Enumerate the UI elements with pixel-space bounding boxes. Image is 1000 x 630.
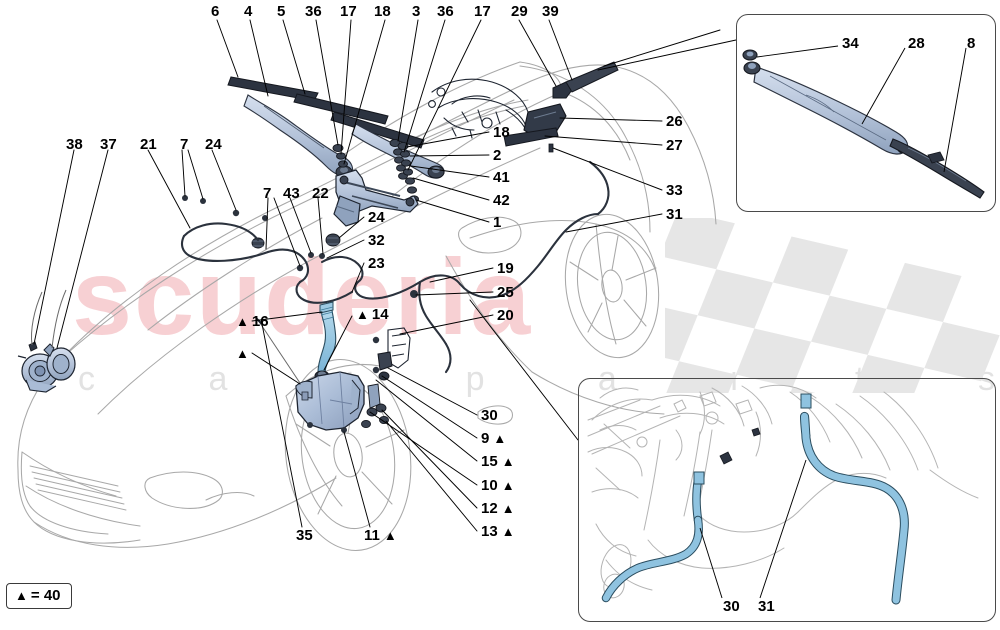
callout-22[interactable]: 22 bbox=[312, 185, 329, 202]
wiper-motor-linkage-assembly bbox=[251, 169, 419, 259]
washer-fluid-reservoir bbox=[255, 317, 389, 433]
callout-14[interactable]: ▲14 bbox=[356, 307, 389, 322]
callout-25[interactable]: 25 bbox=[497, 284, 514, 301]
callout-35[interactable]: 35 bbox=[296, 527, 313, 544]
inset-bottom-contents bbox=[587, 384, 979, 605]
callout-32[interactable]: 32 bbox=[368, 232, 385, 249]
callout-9[interactable]: 9▲ bbox=[481, 431, 506, 446]
callout-31-inset[interactable]: 31 bbox=[758, 598, 775, 615]
triangle-icon: ▲ bbox=[383, 528, 397, 543]
callout-24a[interactable]: 24 bbox=[205, 136, 222, 153]
callout-43[interactable]: 43 bbox=[283, 185, 300, 202]
callout-2[interactable]: 2 bbox=[493, 147, 502, 164]
callout-28[interactable]: 28 bbox=[908, 35, 925, 52]
callout-10[interactable]: 10▲ bbox=[481, 478, 515, 493]
triangle-icon: ▲ bbox=[15, 588, 28, 603]
triangle-icon: ▲ bbox=[236, 314, 249, 329]
legend-box: ▲= 40 bbox=[6, 583, 72, 609]
triangle-icon: ▲ bbox=[501, 501, 515, 516]
legend-value: 40 bbox=[43, 587, 61, 604]
callout-14-label: 14 bbox=[371, 306, 389, 323]
callout-36a[interactable]: 36 bbox=[305, 3, 322, 20]
callout-37[interactable]: 37 bbox=[100, 136, 117, 153]
callout-24b[interactable]: 24 bbox=[368, 209, 385, 226]
triangle-icon: ▲ bbox=[501, 524, 515, 539]
triangle-icon: ▲ bbox=[356, 307, 369, 322]
callout-17a[interactable]: 17 bbox=[340, 3, 357, 20]
callout-27[interactable]: 27 bbox=[666, 137, 683, 154]
callout-1[interactable]: 1 bbox=[493, 214, 502, 231]
triangle-icon: ▲ bbox=[501, 478, 515, 493]
legend-equals: = bbox=[30, 587, 40, 604]
callout-33[interactable]: 33 bbox=[666, 182, 683, 199]
callout-4[interactable]: 4 bbox=[244, 3, 253, 20]
callout-15[interactable]: 15▲ bbox=[481, 454, 515, 469]
callout-19[interactable]: 19 bbox=[497, 260, 514, 277]
callout-6[interactable]: 6 bbox=[211, 3, 220, 20]
callout-11[interactable]: 11▲ bbox=[364, 528, 397, 543]
callout-11-label: 11 bbox=[364, 527, 380, 544]
callout-8[interactable]: 8 bbox=[967, 35, 976, 52]
callout-13[interactable]: 13▲ bbox=[481, 524, 515, 539]
callout-30-inset[interactable]: 30 bbox=[723, 598, 740, 615]
callout-12-label: 12 bbox=[481, 500, 498, 517]
rear-wiper-arm-39 bbox=[565, 61, 619, 93]
callout-39[interactable]: 39 bbox=[542, 3, 559, 20]
callout-30[interactable]: 30 bbox=[481, 407, 498, 424]
triangle-icon: ▲ bbox=[236, 346, 249, 361]
cowl-seal-27 bbox=[503, 127, 559, 147]
callout-29[interactable]: 29 bbox=[511, 3, 528, 20]
callout-23[interactable]: 23 bbox=[368, 255, 385, 272]
callout-41[interactable]: 41 bbox=[493, 169, 510, 186]
callout-38[interactable]: 38 bbox=[66, 136, 83, 153]
washer-fluid-tubing bbox=[180, 160, 610, 374]
wiper-blade-5 bbox=[293, 93, 389, 125]
callout-31[interactable]: 31 bbox=[666, 206, 683, 223]
washer-pump-bracket bbox=[377, 327, 411, 381]
callout-21[interactable]: 21 bbox=[140, 136, 157, 153]
triangle-icon: ▲ bbox=[501, 454, 515, 469]
horn-assembly bbox=[17, 289, 76, 393]
callout-9-label: 9 bbox=[481, 430, 490, 447]
callout-20[interactable]: 20 bbox=[497, 307, 514, 324]
callout-15-label: 15 bbox=[481, 453, 498, 470]
callout-42[interactable]: 42 bbox=[493, 192, 510, 209]
callout-26[interactable]: 26 bbox=[666, 113, 683, 130]
washer-nozzle-harness bbox=[428, 78, 529, 139]
callout-18a[interactable]: 18 bbox=[374, 3, 391, 20]
inset-top-contents bbox=[742, 45, 985, 199]
callout-34[interactable]: 34 bbox=[842, 35, 859, 52]
callout-10-label: 10 bbox=[481, 477, 498, 494]
callout-5[interactable]: 5 bbox=[277, 3, 286, 20]
washer-nozzle-29 bbox=[552, 81, 573, 99]
leader-lines bbox=[33, 19, 737, 532]
callout-16-label: 16 bbox=[251, 313, 269, 330]
callout-16[interactable]: ▲16 bbox=[236, 314, 269, 329]
callout-36b[interactable]: 36 bbox=[437, 3, 454, 20]
clip-33 bbox=[548, 143, 554, 153]
callout-18b[interactable]: 18 bbox=[493, 124, 510, 141]
inset-panel-rear-wiper bbox=[736, 14, 996, 212]
inset-panel-hose-routing bbox=[578, 378, 996, 622]
triangle-icon: ▲ bbox=[493, 431, 507, 446]
callout-17b[interactable]: 17 bbox=[474, 3, 491, 20]
callout-13-label: 13 bbox=[481, 523, 498, 540]
callout-7a[interactable]: 7 bbox=[180, 136, 189, 153]
callout-12[interactable]: 12▲ bbox=[481, 501, 515, 516]
car-body-outline bbox=[17, 61, 717, 551]
callout-3[interactable]: 3 bbox=[412, 3, 421, 20]
callout-7b[interactable]: 7 bbox=[263, 185, 272, 202]
callout-triangle-bare[interactable]: ▲ bbox=[236, 346, 249, 361]
